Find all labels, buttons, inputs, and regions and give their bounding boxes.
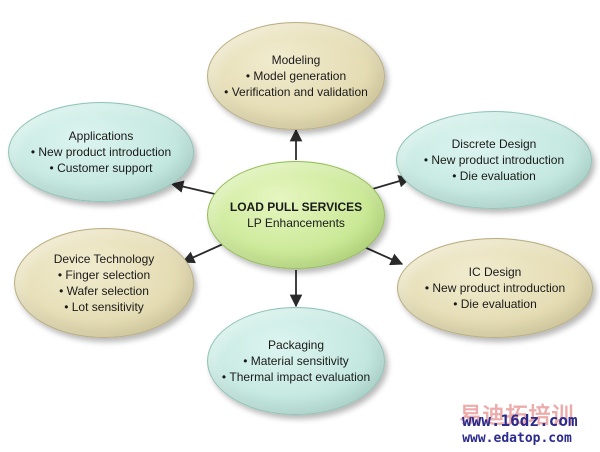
node-title: Device Technology [53,252,155,266]
list-item: New product introduction [31,144,171,160]
arrow-to-ic-design [361,245,404,266]
node-list: Model generation Verification and valida… [224,68,368,100]
node-title: Applications [68,129,134,143]
list-item: Lot sensitivity [58,299,150,315]
list-item: Customer support [31,160,171,176]
list-item: Die evaluation [424,168,564,184]
center-title: LOAD PULL SERVICES [229,200,363,214]
node-load-pull-services: LOAD PULL SERVICES LP Enhancements [207,161,385,269]
node-modeling: Modeling Model generation Verification a… [207,22,385,130]
list-item: New product introduction [424,152,564,168]
node-discrete-design: Discrete Design New product introduction… [396,111,592,209]
node-list: Material sensitivity Thermal impact eval… [222,353,370,385]
list-item: Model generation [224,68,368,84]
center-subtitle: LP Enhancements [247,216,345,230]
list-item: Wafer selection [58,283,150,299]
node-title: IC Design [468,265,522,279]
node-ic-design: IC Design New product introduction Die e… [397,238,593,338]
list-item: Die evaluation [425,296,565,312]
watermark-url-edatop: www.edatop.com [462,431,572,446]
list-item: Verification and validation [224,84,368,100]
node-title: Discrete Design [451,137,537,151]
node-title: Packaging [267,338,325,352]
watermark: 易迪拓培训 www.16dz.com www.edatop.com [442,404,592,447]
node-packaging: Packaging Material sensitivity Thermal i… [207,307,385,415]
node-title: Modeling [271,53,321,67]
node-device-technology: Device Technology Finger selection Wafer… [14,228,194,338]
list-item: Thermal impact evaluation [222,369,370,385]
node-applications: Applications New product introduction Cu… [8,102,194,202]
list-item: New product introduction [425,280,565,296]
node-list: New product introduction Die evaluation [424,152,564,184]
node-list: Finger selection Wafer selection Lot sen… [58,267,150,315]
node-list: New product introduction Die evaluation [425,280,565,312]
watermark-url-16dz: www.16dz.com [462,411,578,430]
list-item: Finger selection [58,267,150,283]
list-item: Material sensitivity [222,353,370,369]
watermark-chinese: 易迪拓培训 [459,404,575,429]
node-list: New product introduction Customer suppor… [31,144,171,176]
